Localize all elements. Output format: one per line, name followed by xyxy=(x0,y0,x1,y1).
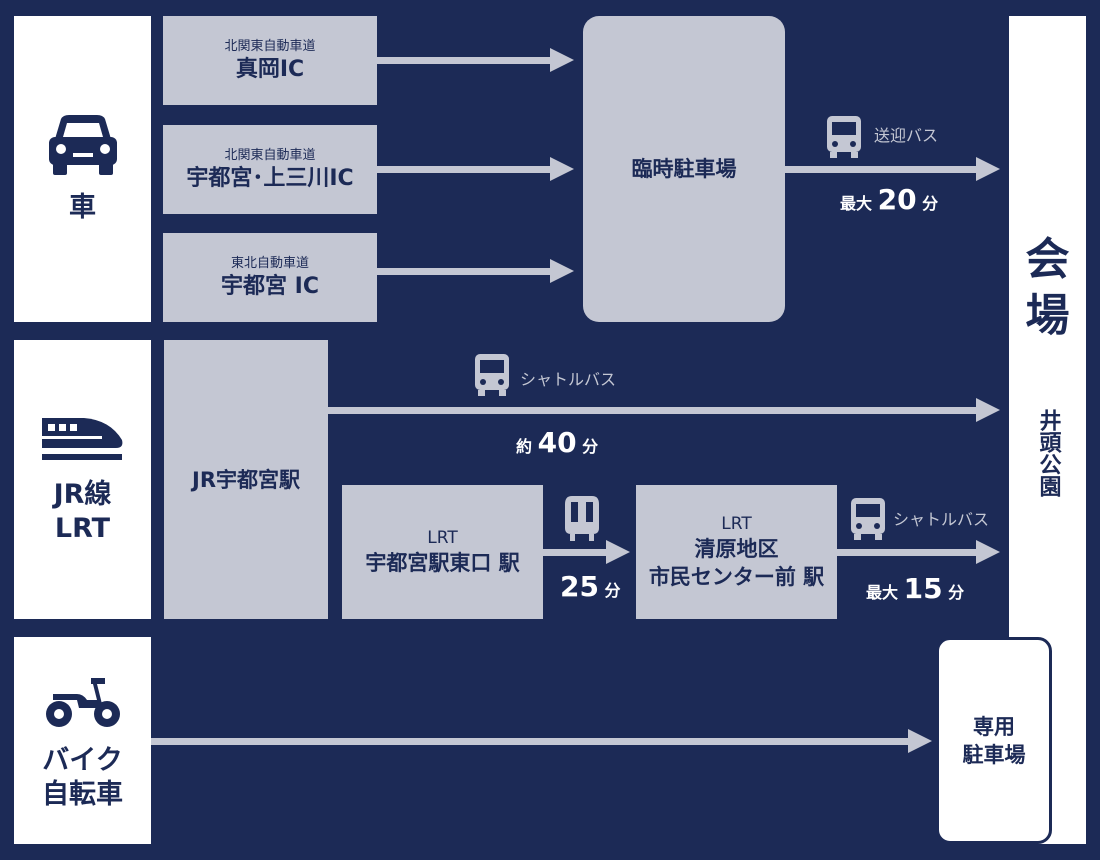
arrow-line xyxy=(328,407,978,414)
scooter-icon xyxy=(45,677,120,727)
time-value: 40 xyxy=(537,426,577,459)
venue-title-1: 会 xyxy=(1025,234,1070,285)
arrow-line xyxy=(543,549,609,556)
lrt-to-station-line1: 清原地区 xyxy=(694,537,779,561)
lrt-from-station-box: LRT 宇都宮駅東口 駅 xyxy=(342,485,543,619)
time-unit: 分 xyxy=(922,194,939,213)
car-icon xyxy=(48,115,117,175)
dedicated-parking-line2: 駐車場 xyxy=(962,742,1026,767)
jr-utsunomiya-station-box: JR宇都宮駅 xyxy=(164,340,328,619)
time-unit: 分 xyxy=(604,581,621,600)
arrow-head xyxy=(976,540,1000,564)
venue-name: 井頭公園 xyxy=(1035,409,1061,497)
ic-road: 北関東自動車道 xyxy=(224,38,316,54)
lrt-from-station: 宇都宮駅東口 駅 xyxy=(365,551,520,575)
arrow-head xyxy=(550,48,574,72)
travel-time: 最大 15 分 xyxy=(866,572,964,605)
arrow-head xyxy=(908,729,932,753)
tram-icon xyxy=(565,496,599,541)
temporary-parking-box: 臨時駐車場 xyxy=(583,16,785,322)
ic-name: 宇都宮･上三川IC xyxy=(186,165,354,191)
arrow-line xyxy=(151,738,909,745)
train-icon xyxy=(41,417,122,460)
travel-time: 25 分 xyxy=(560,570,621,603)
shuttle-label: シャトルバス xyxy=(893,510,990,529)
arrow-head xyxy=(550,259,574,283)
arrow-line xyxy=(377,268,552,275)
bus-icon xyxy=(851,498,885,540)
category-bike-label: バイク 自転車 xyxy=(42,744,123,810)
category-car: 車 xyxy=(14,16,151,322)
ic-name: 宇都宮 IC xyxy=(221,273,319,299)
category-jr-label: JR線 LRT xyxy=(53,478,112,544)
time-prefix: 最大 xyxy=(840,194,873,213)
ic-name: 真岡IC xyxy=(235,56,305,82)
time-value: 25 xyxy=(560,570,599,603)
time-value: 20 xyxy=(877,183,917,216)
temporary-parking-label: 臨時駐車場 xyxy=(631,157,737,181)
time-value: 15 xyxy=(903,572,943,605)
arrow-head xyxy=(976,398,1000,422)
lrt-line-label: LRT xyxy=(721,514,752,534)
shuttle-label: シャトルバス xyxy=(520,370,617,389)
time-prefix: 最大 xyxy=(866,583,899,602)
ic-box-utsunomiya: 東北自動車道 宇都宮 IC xyxy=(163,233,377,322)
time-unit: 分 xyxy=(582,437,599,456)
bus-icon xyxy=(475,354,509,396)
ic-road: 北関東自動車道 xyxy=(224,147,316,163)
venue-title-2: 場 xyxy=(1025,290,1070,341)
jr-station-label: JR宇都宮駅 xyxy=(192,467,300,492)
arrow-line xyxy=(377,166,552,173)
arrow-line xyxy=(785,166,977,173)
category-jr: JR線 LRT xyxy=(14,340,151,619)
dedicated-parking-box: 専用 駐車場 xyxy=(936,637,1052,844)
bus-icon xyxy=(827,116,861,158)
lrt-to-station-box: LRT 清原地区 市民センター前 駅 xyxy=(636,485,837,619)
arrow-head xyxy=(976,157,1000,181)
lrt-line-label: LRT xyxy=(427,528,458,548)
time-prefix: 約 xyxy=(516,437,533,456)
lrt-to-station-line2: 市民センター前 駅 xyxy=(648,565,825,589)
arrow-head xyxy=(606,540,630,564)
arrow-line xyxy=(377,57,552,64)
travel-time: 最大 20 分 xyxy=(840,183,938,216)
shuttle-label: 送迎バス xyxy=(874,126,939,145)
category-car-label: 車 xyxy=(69,192,96,223)
arrow-head xyxy=(550,157,574,181)
ic-road: 東北自動車道 xyxy=(230,255,309,271)
dedicated-parking-line1: 専用 xyxy=(973,714,1015,739)
category-bike: バイク 自転車 xyxy=(14,637,151,844)
ic-box-moka: 北関東自動車道 真岡IC xyxy=(163,16,377,105)
travel-time: 約 40 分 xyxy=(516,426,598,459)
ic-box-utsunomiya-kaminokawa: 北関東自動車道 宇都宮･上三川IC xyxy=(163,125,377,214)
time-unit: 分 xyxy=(948,583,965,602)
arrow-line xyxy=(837,549,978,556)
